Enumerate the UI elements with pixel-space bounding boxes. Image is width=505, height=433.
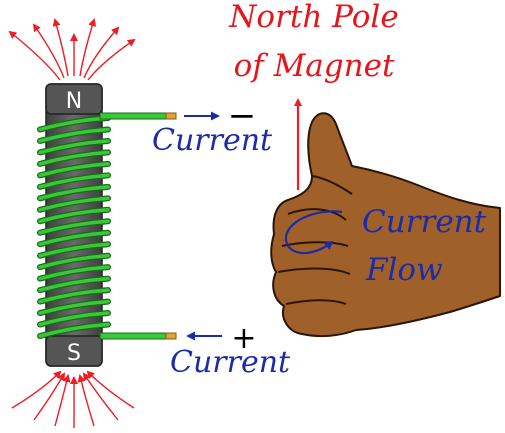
top-current-label: Current	[152, 123, 273, 158]
current-flow-label-2: Flow	[365, 252, 443, 288]
coil-turn	[38, 276, 110, 292]
coil-turn	[38, 253, 110, 269]
coil-turn	[38, 185, 110, 201]
current-arrow-icon	[184, 111, 222, 341]
coil-turn	[38, 173, 110, 189]
coil-turn	[38, 219, 110, 235]
coil-turn	[38, 139, 110, 155]
coil-turn	[38, 162, 110, 178]
north-pole-label: N	[66, 89, 82, 114]
coil-turn	[38, 322, 110, 338]
coil-turn	[38, 311, 110, 327]
south-pole-label: S	[67, 341, 81, 366]
negative-terminal-sign: −	[228, 96, 257, 136]
curl-arrow-icon	[284, 210, 343, 255]
title-line-1: North Pole	[228, 0, 398, 35]
coil-turn	[38, 242, 110, 258]
title-line-2: of Magnet	[234, 48, 395, 84]
coil-turn	[38, 299, 110, 315]
coil-turn	[38, 230, 110, 246]
south-field-arrows-icon	[11, 370, 135, 428]
coil-turn	[38, 150, 110, 166]
current-flow-label-1: Current	[362, 204, 487, 240]
positive-terminal-sign: +	[231, 321, 256, 356]
bottom-current-label: Current	[170, 345, 291, 380]
coil-turn	[38, 265, 110, 281]
lead-wires	[99, 112, 177, 340]
coil-turn	[38, 208, 110, 224]
copper-coil	[37, 115, 111, 339]
thumb-up-hand-icon	[270, 112, 501, 338]
coil-turn	[38, 288, 110, 304]
north-field-arrows-icon	[8, 18, 136, 81]
coil-turn	[38, 127, 110, 143]
coil-turn	[38, 196, 110, 212]
